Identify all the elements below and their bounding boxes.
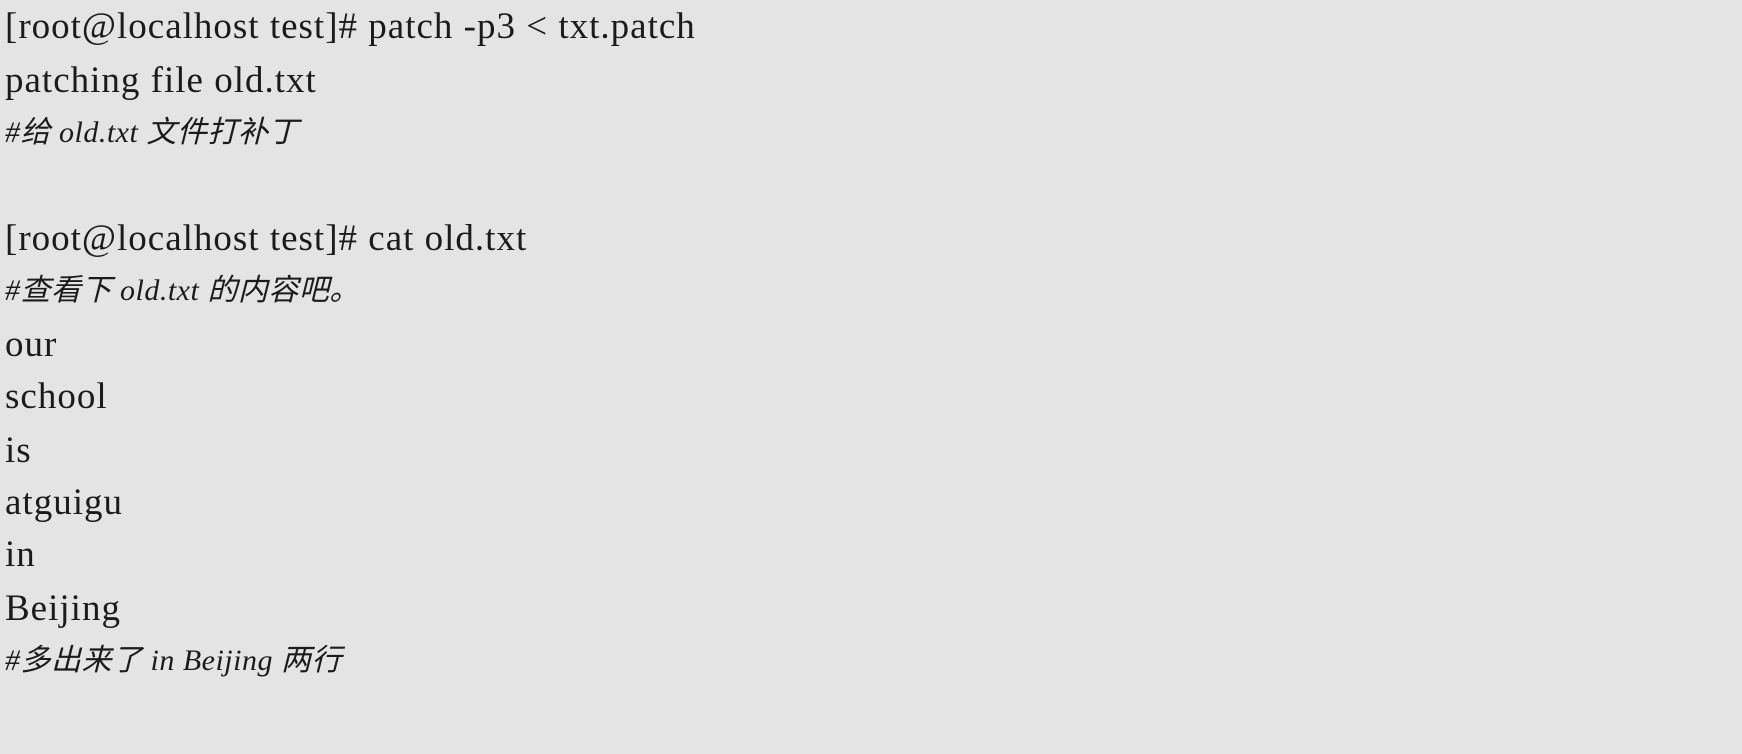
output-line: school bbox=[5, 376, 108, 417]
comment-line: #多出来了 in Beijing 两行 bbox=[5, 644, 342, 677]
output-line: our bbox=[5, 324, 58, 365]
command-line-patch: [root@localhost test]# patch -p3 < txt.p… bbox=[5, 6, 696, 47]
output-line: in bbox=[5, 534, 36, 575]
output-line: patching file old.txt bbox=[5, 60, 317, 101]
comment-line: #给 old.txt 文件打补丁 bbox=[5, 116, 299, 149]
output-line: atguigu bbox=[5, 482, 123, 523]
command-line-cat: [root@localhost test]# cat old.txt bbox=[5, 218, 528, 259]
output-line: is bbox=[5, 430, 32, 471]
output-line: Beijing bbox=[5, 588, 121, 629]
comment-line: #查看下 old.txt 的内容吧。 bbox=[5, 274, 360, 307]
